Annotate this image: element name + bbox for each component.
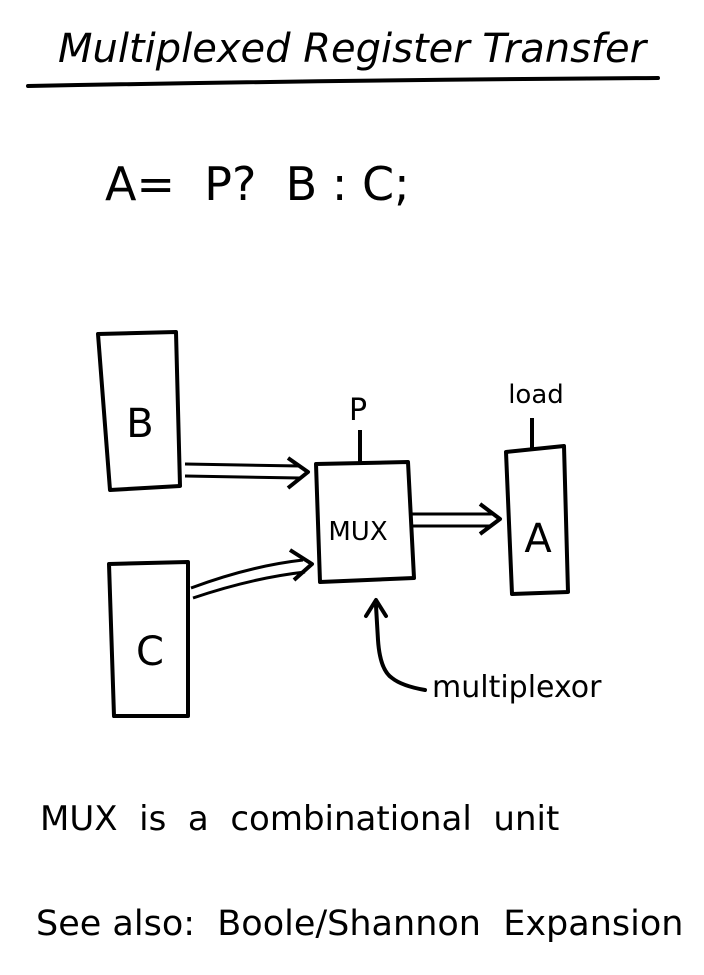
register-c-label: C [136, 629, 164, 675]
arrow-c-to-mux [190, 548, 314, 600]
load-label: load [508, 380, 564, 410]
arrow-b-to-mux [184, 456, 310, 490]
title-underline [26, 76, 660, 88]
arrow-mux-to-a [410, 502, 502, 536]
note-see-also: See also: Boole/Shannon Expansion [36, 904, 683, 944]
multiplexor-pointer [374, 604, 427, 692]
register-a-box [504, 444, 570, 596]
note-mux-combinational: MUX is a combinational unit [40, 799, 559, 839]
register-a-label: A [524, 516, 552, 562]
mux-select-label: P [349, 393, 367, 428]
register-c-box [107, 560, 190, 718]
multiplexor-pointer-head [364, 598, 388, 618]
mux-label: MUX [328, 517, 387, 547]
multiplexor-annotation: multiplexor [432, 670, 602, 705]
mux-equation: A= P? B : C; [105, 157, 410, 211]
mux-box [314, 460, 416, 584]
register-b-box [96, 330, 182, 492]
slide-title: Multiplexed Register Transfer [58, 26, 649, 72]
register-b-label: B [126, 401, 153, 447]
